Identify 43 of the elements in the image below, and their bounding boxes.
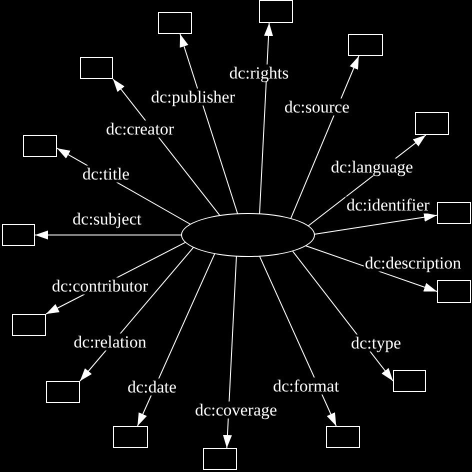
arrow	[292, 250, 394, 382]
edge-label: dc:date	[126, 378, 178, 396]
edge-label: dc:relation	[72, 334, 148, 350]
rectangle-node	[2, 224, 35, 246]
rectangle-node	[259, 0, 293, 23]
arrow	[314, 212, 438, 235]
arrow	[259, 22, 274, 214]
edge-label: dc:title	[81, 166, 131, 182]
edge-label: dc:type	[350, 334, 402, 352]
ellipse-node	[181, 213, 315, 257]
edge-label: dc:language	[330, 158, 414, 176]
arrow	[180, 34, 238, 214]
rectangle-node	[348, 34, 383, 56]
arrow	[290, 56, 360, 220]
arrow	[137, 253, 216, 426]
edge-label: dc:publisher	[150, 88, 236, 106]
arrow	[34, 230, 182, 240]
arrow	[305, 245, 438, 292]
rectangle-node	[437, 202, 471, 224]
edge-label: dc:identifier	[345, 196, 431, 214]
edge-label: dc:coverage	[194, 402, 278, 418]
rectangle-node	[80, 57, 113, 79]
rectangle-node	[437, 280, 471, 303]
edge-label: dc:format	[272, 378, 340, 394]
arrow	[222, 256, 237, 448]
rectangle-node	[203, 448, 237, 470]
rectangle-node	[326, 426, 360, 448]
arrow	[259, 256, 337, 426]
rectangle-node	[113, 426, 148, 448]
rectangle-node	[23, 135, 57, 157]
rectangle-node	[393, 370, 426, 392]
arrow	[80, 246, 194, 382]
arrow	[112, 78, 220, 216]
rectangle-node	[415, 112, 449, 135]
edge-label: dc:contributor	[50, 278, 150, 294]
rectangle-node	[158, 12, 192, 34]
edge-label: dc:rights	[228, 64, 290, 82]
rectangle-node	[46, 381, 80, 403]
edge-label: dc:source	[283, 98, 351, 116]
edge-label: dc:creator	[105, 120, 175, 138]
rectangle-node	[12, 314, 46, 336]
edge-label: dc:subject	[72, 210, 142, 228]
edge-label: dc:description	[364, 254, 462, 272]
